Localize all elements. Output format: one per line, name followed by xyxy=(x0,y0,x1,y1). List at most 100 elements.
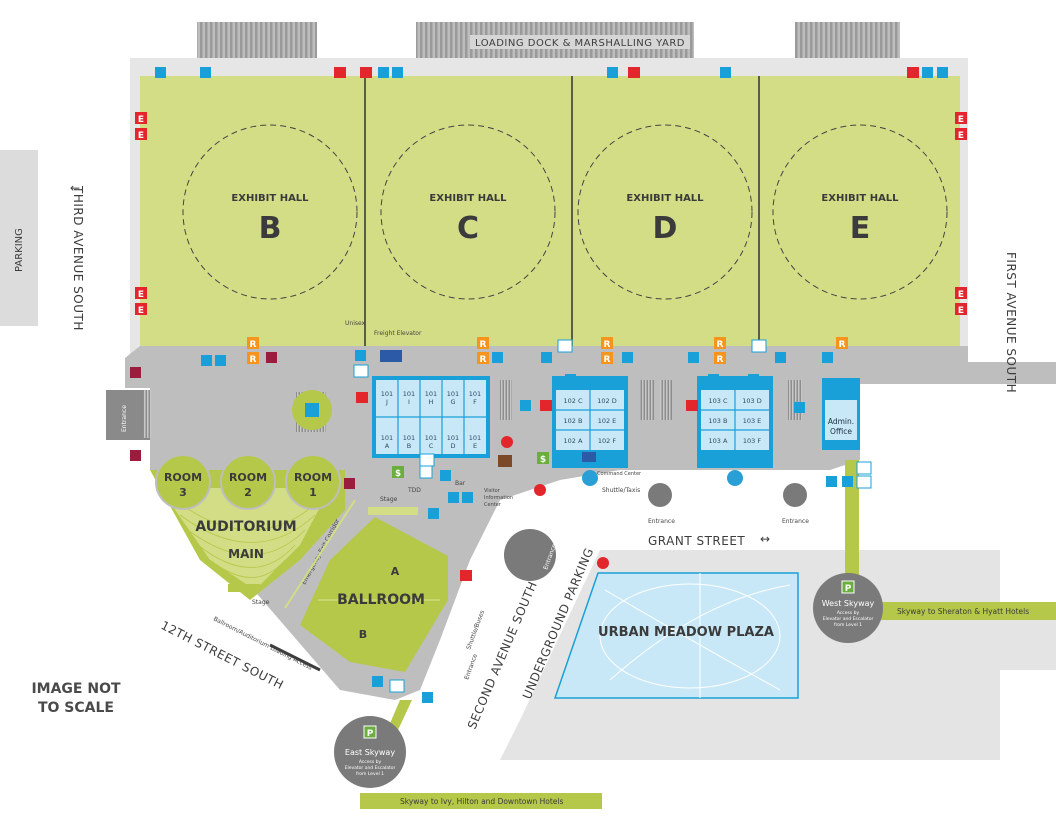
west-parking-icon: P xyxy=(845,584,852,594)
restaurant-icon: R xyxy=(477,352,489,365)
svg-text:E: E xyxy=(138,306,144,316)
loading-dock: LOADING DOCK & MARSHALLING YARD xyxy=(197,22,900,58)
west-note-b: Elevator and Escalator xyxy=(823,616,874,622)
exhibit-hall-d[interactable]: EXHIBIT HALL D xyxy=(577,124,753,300)
svg-text:E: E xyxy=(958,115,964,125)
escalator-icon xyxy=(462,492,473,503)
phone-icon xyxy=(419,465,433,479)
stairs-icon xyxy=(266,352,277,363)
elevator-icons xyxy=(353,339,872,693)
room-3[interactable] xyxy=(155,454,211,510)
room-103-label: 103 B xyxy=(709,417,728,425)
aed-icon xyxy=(686,400,698,411)
first-aid-icons xyxy=(334,67,919,581)
exit-icon: E xyxy=(135,112,147,125)
shuttle-buses-label: Shuttle/Buses xyxy=(465,609,486,650)
room-102-label: 102 A xyxy=(564,437,583,445)
room-103-label: 103 A xyxy=(709,437,728,445)
elevator-icon xyxy=(856,461,872,475)
restaurant-icon: R xyxy=(714,352,726,365)
restroom-icon xyxy=(922,67,933,78)
svg-text:R: R xyxy=(604,355,611,365)
svg-text:R: R xyxy=(480,340,487,350)
east-skyway-name: East Skyway xyxy=(345,748,395,757)
room-101-letter: H xyxy=(429,398,434,406)
plaza-label: URBAN MEADOW PLAZA xyxy=(598,625,774,640)
exhibit-hall-c[interactable]: EXHIBIT HALL C xyxy=(380,124,556,300)
east-skyway[interactable]: P East Skyway Access by Elevator and Esc… xyxy=(334,700,602,809)
room-102-label: 102 D xyxy=(597,397,616,405)
restroom-icon xyxy=(748,452,759,463)
hall-c-letter: C xyxy=(457,211,479,246)
room-2[interactable] xyxy=(220,454,276,510)
stage-bottom-label: Stage xyxy=(252,599,270,606)
exhibit-hall-b[interactable]: EXHIBIT HALL B xyxy=(182,124,358,300)
visitor-info-c: Center xyxy=(484,502,502,508)
restroom-icon xyxy=(708,452,719,463)
escalator-icon xyxy=(688,352,699,363)
west-skyway-banner: Skyway to Sheraton & Hyatt Hotels xyxy=(897,607,1029,616)
restaurant-icon: R xyxy=(247,337,259,350)
auditorium-main-label: MAIN xyxy=(228,547,264,561)
parking-label: PARKING xyxy=(14,228,25,272)
aed-icon xyxy=(628,67,640,78)
grant-street-label: GRANT STREET xyxy=(648,534,745,548)
right-block xyxy=(860,614,1056,670)
not-to-scale-a: IMAGE NOT xyxy=(31,681,121,697)
escalator-icon xyxy=(842,476,853,487)
not-to-scale-b: TO SCALE xyxy=(38,700,114,716)
escalator-icon xyxy=(775,352,786,363)
room-101-number: 101 xyxy=(447,390,459,398)
escalator-icon xyxy=(520,400,531,411)
east-note-c: from Level 1 xyxy=(356,771,384,777)
elevator-icon xyxy=(751,339,767,353)
escalator-icon xyxy=(794,402,805,413)
west-skyway[interactable]: P West Skyway Access by Elevator and Esc… xyxy=(813,460,1056,643)
svg-text:R: R xyxy=(250,355,257,365)
first-avenue-label: FIRST AVENUE SOUTH xyxy=(1004,252,1018,393)
west-note-c: from Level 1 xyxy=(834,622,862,628)
room-101-letter: J xyxy=(385,398,388,406)
stage-top-label: Stage xyxy=(380,496,398,503)
exhibit-hall-e[interactable]: EXHIBIT HALL E xyxy=(772,124,948,300)
east-note-a: Access by xyxy=(359,759,382,765)
ballroom-a-label: A xyxy=(391,565,400,578)
room-101-number: 101 xyxy=(403,434,415,442)
auditorium-label: AUDITORIUM xyxy=(195,519,296,535)
room-2-label-b: 2 xyxy=(244,486,252,499)
svg-text:R: R xyxy=(604,340,611,350)
hall-b-letter: B xyxy=(259,211,282,246)
ballroom[interactable]: A BALLROOM B Stage xyxy=(300,496,448,672)
restaurant-icon: R xyxy=(601,337,613,350)
hall-c-name: EXHIBIT HALL xyxy=(429,193,507,204)
visitor-info-a: Visitor xyxy=(484,488,501,494)
room-101-number: 101 xyxy=(469,390,481,398)
restroom-icon xyxy=(215,355,226,366)
room-101-number: 101 xyxy=(381,390,393,398)
admin-office-a: Admin. xyxy=(828,417,854,426)
room-103-label: 103 E xyxy=(743,417,762,425)
stairs-icon xyxy=(344,478,355,489)
room-1[interactable] xyxy=(285,454,341,510)
svg-text:$: $ xyxy=(540,455,546,465)
restroom-icon xyxy=(748,374,759,385)
aed-icon xyxy=(460,570,472,581)
restroom-icon xyxy=(155,67,166,78)
restroom-icon xyxy=(937,67,948,78)
room-1-label-b: 1 xyxy=(309,486,317,499)
entrance-label-1: Entrance xyxy=(648,518,675,525)
grant-arrow: ↔ xyxy=(760,532,770,546)
admin-office-b: Office xyxy=(830,427,852,436)
freight-elevator-label: Freight Elevator xyxy=(374,330,422,337)
third-avenue-label: THIRD AVENUE SOUTH xyxy=(71,185,85,331)
parking-block xyxy=(0,150,38,326)
restroom-icon xyxy=(607,67,618,78)
urban-meadow-plaza: URBAN MEADOW PLAZA xyxy=(553,572,799,699)
room-101-number: 101 xyxy=(425,434,437,442)
unisex-label: Unisex xyxy=(345,320,366,327)
restroom-icon xyxy=(392,67,403,78)
svg-text:E: E xyxy=(958,131,964,141)
